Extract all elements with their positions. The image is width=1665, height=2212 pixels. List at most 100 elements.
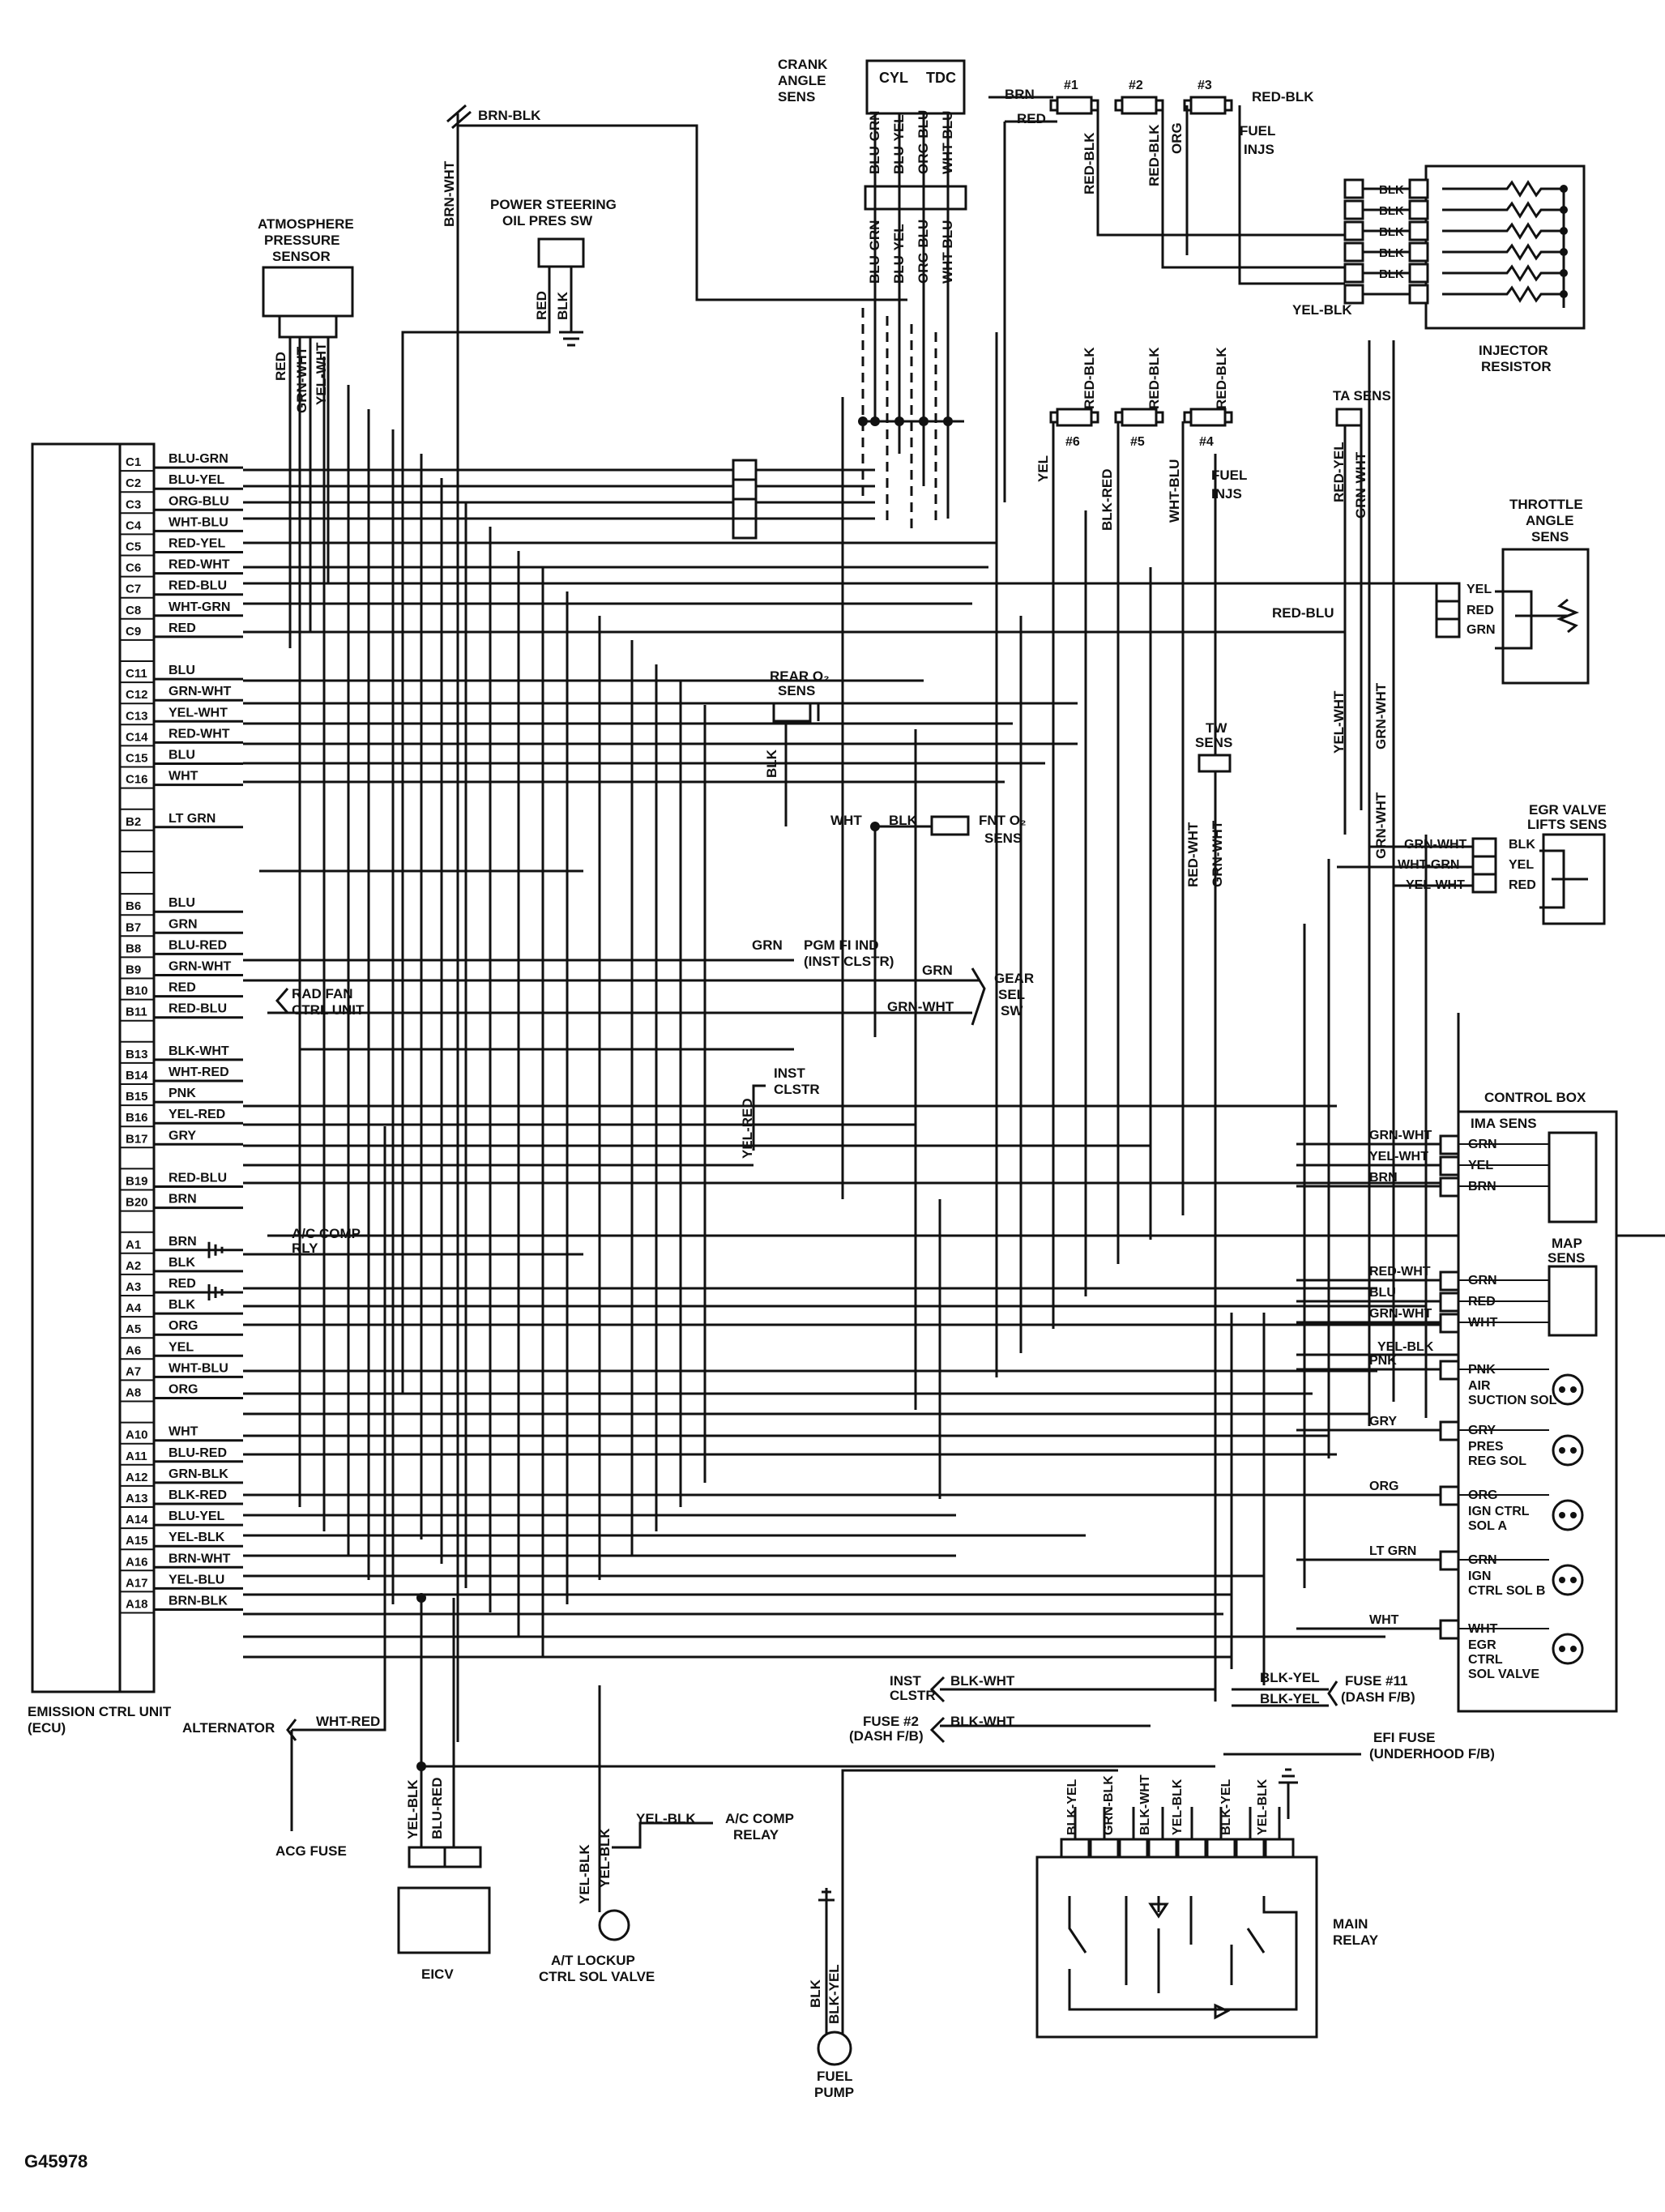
- ecu-pin-a7: A7: [126, 1364, 141, 1378]
- ecu-pin-b11: B11: [126, 1006, 147, 1019]
- fuel-pump-2: PUMP: [814, 2085, 854, 2100]
- inst-clstr-mid: INST CLSTR YEL-RED: [740, 1065, 820, 1159]
- brn-wht-vertical: BRN-WHT: [442, 160, 457, 227]
- at-lockup-sol-valve: YEL-BLK YEL-BLK YEL-BLK A/C COMP RELAY A…: [539, 1685, 794, 1984]
- ecu-wire-a5: ORG: [169, 1319, 198, 1333]
- figure-id: G45978: [24, 2151, 88, 2171]
- egr-lift-pin-3: RED: [1509, 878, 1536, 892]
- ecu-wire-c14: RED-WHT: [169, 727, 230, 741]
- sol-5-label-1: EGR: [1468, 1638, 1496, 1652]
- ecu-pin-a13: A13: [126, 1492, 148, 1505]
- ecu-wire-b20: BRN: [169, 1193, 197, 1206]
- crank-wire-2: BLU-YEL: [891, 114, 907, 174]
- inst2-1: INST: [890, 1673, 921, 1689]
- ac-comp-rly: A/C COMP RLY: [292, 1226, 361, 1256]
- sol-yel-blk: YEL-BLK: [1377, 1340, 1434, 1354]
- ecu-pin-a4: A4: [126, 1301, 142, 1315]
- ima-title: IMA SENS: [1471, 1116, 1537, 1131]
- rear-o2-1: REAR O₂: [770, 668, 830, 684]
- ecu-pin-c12: C12: [126, 688, 148, 702]
- ecu-wire-a12: GRN-BLK: [169, 1467, 228, 1481]
- sol-4-label-1: IGN: [1468, 1569, 1491, 1583]
- crank-wire-1b: BLU-GRN: [867, 220, 882, 284]
- fuse-area: INST CLSTR BLK-WHT FUSE #2 (DASH F/B) BL…: [849, 1670, 1495, 1761]
- fnt-o2-2: SENS: [984, 831, 1022, 846]
- ecu-wire-b2: LT GRN: [169, 812, 216, 826]
- atm-wire-1: RED: [273, 352, 288, 381]
- injector-top-3: #3: [1183, 79, 1233, 115]
- acg-fuse: ACG FUSE: [275, 1843, 347, 1859]
- sol-5-label-2: CTRL: [1468, 1653, 1503, 1667]
- throttle-pin-1: YEL: [1466, 583, 1492, 596]
- throttle-red-blu: RED-BLU: [1272, 605, 1334, 621]
- ecu-pin-a8: A8: [126, 1386, 141, 1400]
- alternator-wht-red: WHT-RED: [316, 1714, 380, 1729]
- injector-top-3-label: #3: [1198, 79, 1212, 92]
- ecu-pin-b2: B2: [126, 815, 141, 829]
- atm-wire-2: GRN-WHT: [294, 346, 310, 413]
- egr-lift-wire-1: GRN-WHT: [1404, 838, 1467, 852]
- injector-top-2-label: #2: [1129, 79, 1143, 92]
- rear-o2-sensor: REAR O₂ SENS BLK: [764, 668, 830, 826]
- egr-lift-pin-2: YEL: [1509, 858, 1534, 872]
- sol-3-wire: ORG: [1369, 1480, 1398, 1493]
- inj-res-blk-3: BLK: [1379, 225, 1404, 239]
- injector-bot-label-2: #5: [1130, 435, 1145, 449]
- inj-bot-wire-4: YEL: [1035, 455, 1051, 482]
- throttle-2: ANGLE: [1526, 513, 1574, 528]
- ecu-pin-c14: C14: [126, 730, 148, 744]
- crank-label-2: ANGLE: [778, 73, 826, 88]
- inj-wire-v1: RED-BLK: [1082, 132, 1097, 194]
- inj-res-blk-4: BLK: [1379, 246, 1404, 260]
- ta-sensor: TA SENS RED-YEL GRN-WHT: [1331, 388, 1391, 835]
- fuel-injs-bot-2: INJS: [1211, 486, 1242, 502]
- alternator-label: ALTERNATOR: [182, 1720, 275, 1736]
- ecu-wire-a8: ORG: [169, 1383, 198, 1397]
- map-1: MAP: [1552, 1236, 1582, 1251]
- eicv-wire-2: BLU-RED: [429, 1778, 445, 1840]
- pump-wire-1: BLK: [808, 1979, 823, 2008]
- ecu-wire-c3: ORG-BLU: [169, 494, 229, 508]
- injector-top-1: #1: [1049, 79, 1099, 115]
- ecu-wire-a11: BLU-RED: [169, 1446, 227, 1460]
- rear-o2-blk: BLK: [764, 749, 779, 778]
- pump-wire-2: BLK-YEL: [826, 1964, 842, 2024]
- crank-wire-3: ORG-BLU: [916, 110, 931, 174]
- ecu-pin-c7: C7: [126, 583, 141, 596]
- injector-bot-3: [1183, 408, 1233, 427]
- relay-wire-6: YEL-BLK: [1256, 1779, 1270, 1835]
- blk-wht-1: BLK-WHT: [950, 1673, 1015, 1689]
- relay-wire-5: BLK-YEL: [1219, 1779, 1233, 1835]
- ground-icon: [207, 1241, 224, 1258]
- ecu-wire-a13: BLK-RED: [169, 1488, 227, 1502]
- efi-1: EFI FUSE: [1373, 1730, 1436, 1745]
- sol-4-wire: LT GRN: [1369, 1544, 1416, 1558]
- egr-valve-lift-sensor: EGR VALVE LIFTS SENS BLK YEL RED GRN-WHT…: [1337, 802, 1607, 925]
- map-2: SENS: [1548, 1250, 1585, 1266]
- ecu-wire-b14: WHT-RED: [169, 1065, 229, 1079]
- ecu-pin-a14: A14: [126, 1513, 148, 1527]
- fuel-injectors: #1#2#3 #6#5#4 BRN RED RED-BLK RED-BLK RE…: [988, 79, 1361, 567]
- pgm-2: (INST CLSTR): [804, 954, 894, 969]
- front-o2-sensor: WHT BLK FNT O₂ SENS: [830, 813, 1027, 1037]
- ta-sens-label: TA SENS: [1333, 388, 1391, 404]
- ecu-pin-a1: A1: [126, 1238, 141, 1252]
- blk-yel-1: BLK-YEL: [1260, 1670, 1320, 1685]
- grn-wht-vertical-2: GRN-WHT: [1373, 792, 1389, 859]
- tw-sensor: TW SENS RED-WHT GRN-WHT YEL-WHT GRN-WHT …: [1185, 682, 1389, 887]
- grn-wht-vertical: GRN-WHT: [1373, 682, 1389, 749]
- fuse2-2: (DASH F/B): [849, 1728, 924, 1744]
- ecu-pin-c11: C11: [126, 667, 147, 681]
- fuel-pump: BLK BLK-YEL FUEL PUMP: [808, 1769, 1118, 2100]
- sol-1-label-1: AIR: [1468, 1379, 1491, 1393]
- map-2-wire: BLU: [1369, 1286, 1396, 1300]
- sol-2-wire: GRY: [1369, 1415, 1397, 1428]
- ecu-pin-b9: B9: [126, 963, 141, 977]
- injector-bot-2: [1114, 408, 1164, 427]
- injector-top-1-label: #1: [1064, 79, 1078, 92]
- ecu-wire-a15: YEL-BLK: [169, 1531, 225, 1544]
- cyl-label: CYL: [879, 70, 908, 86]
- ecu-wire-a3: RED: [169, 1277, 196, 1291]
